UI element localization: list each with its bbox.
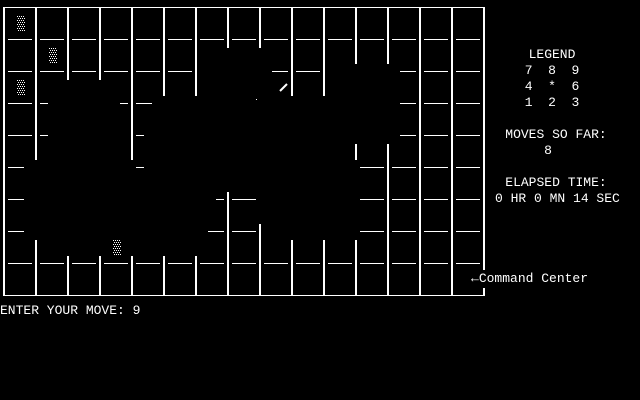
- moves-label: MOVES SO FAR:: [505, 127, 607, 142]
- legend-row-top: 7 8 9: [524, 63, 580, 78]
- legend-row-middle: 4 * 6: [524, 79, 580, 94]
- left-arrow-icon: ←: [471, 271, 479, 286]
- player-pointer-icon: [279, 83, 288, 92]
- dotted-block-marker: [17, 16, 25, 31]
- dotted-block-marker: [113, 240, 121, 255]
- move-prompt[interactable]: ENTER YOUR MOVE: 9: [0, 303, 140, 319]
- moves-value: 8: [544, 143, 552, 158]
- player-dot-icon: [256, 99, 257, 100]
- move-input[interactable]: 9: [132, 303, 141, 318]
- elapsed-value: 0 HR 0 MN 14 SEC: [495, 191, 620, 206]
- dotted-block-marker: [49, 48, 57, 63]
- command-center-text: Command Center: [478, 271, 589, 286]
- dotted-block-marker: [17, 80, 25, 95]
- prompt-label: ENTER YOUR MOVE:: [0, 303, 125, 318]
- legend-title: LEGEND: [528, 47, 576, 62]
- legend-row-bottom: 1 2 3: [524, 95, 580, 110]
- elapsed-label: ELAPSED TIME:: [505, 175, 607, 190]
- command-center-label: ←Command Center: [471, 271, 588, 287]
